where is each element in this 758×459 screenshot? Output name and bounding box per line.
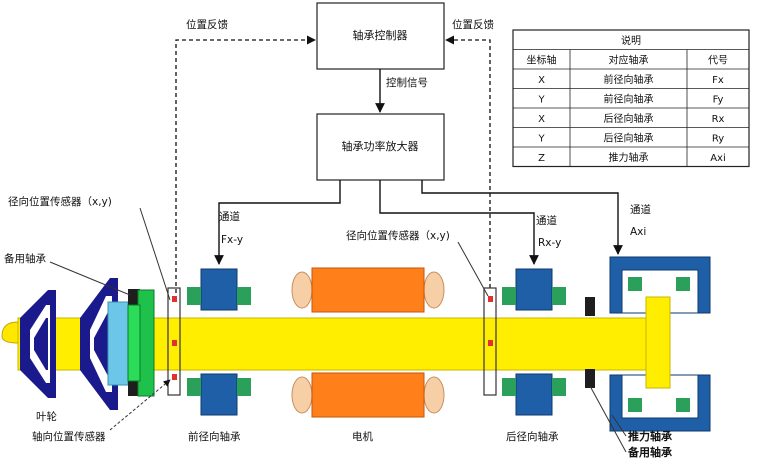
front-bearing-bottom-pole-right xyxy=(237,378,251,396)
thrust-bearing-top-pole-right xyxy=(676,277,690,291)
channel-rxy-name: Rx-y xyxy=(538,237,561,249)
legend-cell: Ry xyxy=(712,133,724,144)
radial-sensor-left-dot-2 xyxy=(172,340,177,346)
legend-frame xyxy=(512,29,750,168)
thrust-bearing-leader xyxy=(611,414,627,437)
radial-sensor-right-box xyxy=(483,287,497,396)
channel-axi-line xyxy=(421,180,623,255)
rear-bearing-bottom-pole-left xyxy=(502,378,516,396)
backup-bearing-right-leader xyxy=(589,385,627,453)
radial-sensor-right-label: 径向位置传感器（x,y) xyxy=(346,229,450,242)
legend-cell: Fx xyxy=(712,75,724,86)
radial-sensor-left-dot-1 xyxy=(172,296,177,302)
channel-rxy-label: 通道 xyxy=(536,214,557,227)
front-bearing-bottom-core xyxy=(200,373,238,416)
backup-bearing-left-bottom xyxy=(128,377,140,396)
axial-sensor-plate-inner xyxy=(127,304,141,382)
legend-cell: 前径向轴承 xyxy=(604,73,654,86)
impeller-blade-2-core xyxy=(94,312,110,376)
control-signal-label: 控制信号 xyxy=(386,76,428,89)
legend-cell: 前径向轴承 xyxy=(604,92,654,105)
controller-block xyxy=(316,2,445,70)
legend-cell: 推力轴承 xyxy=(609,151,649,164)
rear-bearing-top-pole-left xyxy=(502,287,516,305)
channel-axi-label: 通道 xyxy=(630,203,651,216)
channel-axi-name: Axi xyxy=(630,226,646,238)
feedback-left-label: 位置反馈 xyxy=(186,18,228,31)
legend-cell: Z xyxy=(538,153,545,164)
front-bearing-label: 前径向轴承 xyxy=(188,430,241,443)
legend-cell: Fy xyxy=(713,94,724,105)
radial-sensor-left-box xyxy=(167,287,181,396)
front-bearing-top-pole-left xyxy=(187,287,201,305)
thrust-bearing-top-pole-left xyxy=(628,277,642,291)
radial-sensor-right-dot-2 xyxy=(488,340,493,346)
rear-bearing-top-core xyxy=(515,268,553,311)
backup-bearing-left-label: 备用轴承 xyxy=(4,252,46,265)
backup-bearing-right-bottom xyxy=(585,369,595,388)
legend-cell: Y xyxy=(537,94,545,105)
channel-fxy-label: 通道 xyxy=(219,210,240,223)
radial-sensor-left-leader xyxy=(139,207,171,301)
channel-fxy-name: Fx-y xyxy=(221,234,243,246)
radial-sensor-left-dot-3 xyxy=(172,374,177,380)
channel-rxy-line xyxy=(379,180,539,265)
feedback-left-line xyxy=(175,35,316,300)
legend-cell: Rx xyxy=(712,114,725,125)
legend-cell: X xyxy=(538,75,545,86)
legend-header-cell: 坐标轴 xyxy=(527,53,557,66)
legend-cell: 后径向轴承 xyxy=(604,112,654,125)
motor-top-end-right xyxy=(423,271,445,309)
feedback-right-line xyxy=(445,35,491,288)
thrust-bearing-bottom-pole-left xyxy=(628,398,642,412)
impeller-label: 叶轮 xyxy=(36,410,57,423)
legend-cell: Axi xyxy=(710,153,726,164)
backup-bearing-left-leader xyxy=(49,261,131,296)
legend-header-cell: 代号 xyxy=(708,54,728,66)
radial-sensor-right-dot-1 xyxy=(488,296,493,302)
backup-bearing-right-label: 备用轴承 xyxy=(627,445,673,459)
motor-top-end-left xyxy=(291,271,313,309)
motor-label: 电机 xyxy=(352,430,373,443)
axial-sensor-leader xyxy=(109,379,171,431)
rear-bearing-bottom-pole-right xyxy=(552,378,566,396)
legend-cell: X xyxy=(538,114,545,125)
channel-fxy-line xyxy=(214,180,341,265)
thrust-bearing-label: 推力轴承 xyxy=(628,429,673,443)
legend-cell: Y xyxy=(537,133,545,144)
motor-bottom-end-right xyxy=(423,376,445,414)
impeller-disc xyxy=(107,301,129,386)
backup-bearing-right-top xyxy=(585,297,595,316)
front-bearing-bottom-pole-left xyxy=(187,378,201,396)
front-bearing-top-pole-right xyxy=(237,287,251,305)
motor-bottom-end-left xyxy=(291,376,313,414)
rear-bearing-bottom-core xyxy=(515,373,553,416)
radial-sensor-right-leader xyxy=(457,241,489,297)
impeller-blade-1-core xyxy=(34,318,48,370)
thrust-disc xyxy=(645,296,671,389)
legend-cell: 后径向轴承 xyxy=(604,131,654,144)
motor-bottom-core xyxy=(311,372,425,418)
radial-sensor-left-label: 径向位置传感器（x,y) xyxy=(8,195,112,208)
motor-top-core xyxy=(311,267,425,313)
rear-bearing-top-pole-right xyxy=(552,287,566,305)
backup-bearing-left-top xyxy=(128,289,140,308)
impeller-nose xyxy=(1,321,19,344)
thrust-bearing-bottom-pole-right xyxy=(676,398,690,412)
amplifier-label: 轴承功率放大器 xyxy=(342,139,419,153)
axial-sensor-label: 轴向位置传感器 xyxy=(32,430,106,443)
controller-label: 轴承控制器 xyxy=(353,28,408,42)
feedback-right-label: 位置反馈 xyxy=(452,18,494,31)
front-bearing-top-core xyxy=(200,268,238,311)
legend-title: 说明 xyxy=(621,34,641,47)
amplifier-block xyxy=(316,113,445,181)
rear-bearing-label: 后径向轴承 xyxy=(506,430,559,443)
legend-header-cell: 对应轴承 xyxy=(609,53,649,66)
